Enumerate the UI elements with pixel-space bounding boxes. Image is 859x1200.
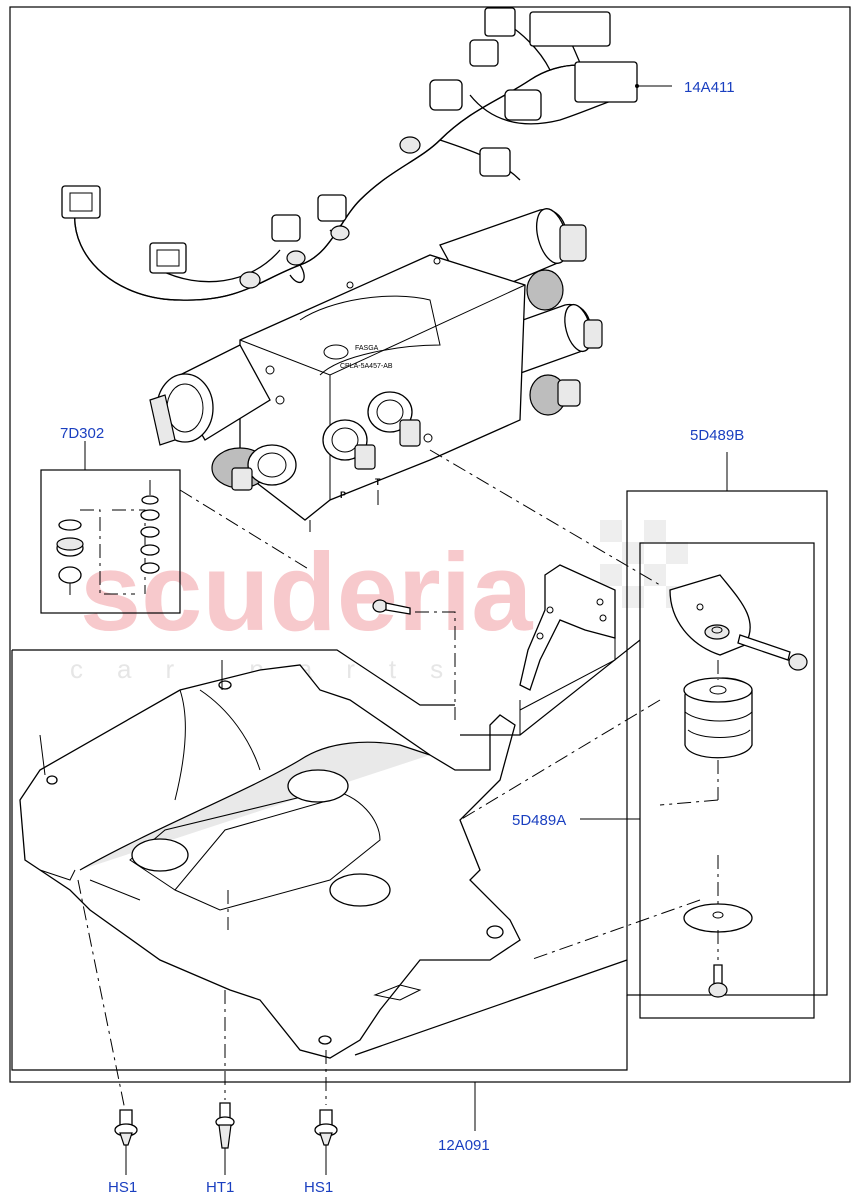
valve-block-part-number: CPLA-5A457-AB bbox=[340, 363, 393, 370]
mount-lower-screw[interactable] bbox=[708, 964, 728, 998]
port-letter-t: T bbox=[375, 477, 381, 487]
mount-bracket-plate[interactable] bbox=[669, 574, 751, 656]
mount-bolt[interactable] bbox=[737, 634, 808, 671]
fastener-HT1[interactable] bbox=[215, 1102, 235, 1175]
leader-dash-seal-kit bbox=[179, 489, 311, 571]
harness-connector[interactable] bbox=[484, 7, 516, 37]
fastener-HS1-right[interactable] bbox=[314, 1109, 338, 1146]
bracket-bolt[interactable] bbox=[372, 599, 411, 615]
harness-connector[interactable] bbox=[469, 39, 499, 67]
rubber-isolator-mount[interactable] bbox=[683, 677, 753, 759]
callout-7D302[interactable]: 7D302 bbox=[60, 425, 104, 442]
port-letter-p: P bbox=[340, 490, 346, 500]
wiring-harness-14A411[interactable] bbox=[61, 7, 638, 301]
seal-kit-frame bbox=[40, 469, 181, 614]
callout-HS1-right[interactable]: HS1 bbox=[304, 1179, 333, 1196]
mounting-bracket[interactable] bbox=[519, 564, 616, 691]
harness-connector[interactable] bbox=[149, 242, 187, 274]
harness-connector[interactable] bbox=[61, 185, 101, 219]
harness-connector[interactable] bbox=[271, 214, 301, 242]
seal-kit-7D302[interactable] bbox=[40, 469, 181, 614]
callout-12A091[interactable]: 12A091 bbox=[438, 1137, 490, 1154]
callout-14A411[interactable]: 14A411 bbox=[684, 79, 735, 96]
harness-connector[interactable] bbox=[574, 61, 638, 103]
leader-dash-bolt bbox=[415, 611, 456, 720]
watermark: scuderia car parts bbox=[70, 520, 688, 684]
air-suspension-valve-block[interactable]: FASGA CPLA-5A457-AB P T bbox=[149, 205, 603, 532]
harness-connector[interactable] bbox=[479, 147, 511, 177]
callout-5D489B[interactable]: 5D489B bbox=[690, 427, 744, 444]
harness-connector[interactable] bbox=[504, 89, 542, 121]
harness-connector[interactable] bbox=[429, 79, 463, 111]
tray-frame-outline bbox=[12, 649, 455, 706]
fastener-HS1-left[interactable] bbox=[114, 1109, 138, 1146]
harness-connector[interactable] bbox=[529, 11, 611, 47]
mount-washer[interactable] bbox=[683, 903, 753, 933]
callout-HS1-left[interactable]: HS1 bbox=[108, 1179, 137, 1196]
outer-frame bbox=[9, 6, 851, 1083]
callout-HT1[interactable]: HT1 bbox=[206, 1179, 234, 1196]
mount-kit-frame-5D489A bbox=[639, 542, 815, 1019]
harness-connector[interactable] bbox=[317, 194, 347, 222]
valve-block-mounting-tray-12A091[interactable] bbox=[19, 664, 521, 1059]
leader-dash-bracket bbox=[429, 449, 661, 586]
valve-block-marking: FASGA bbox=[355, 345, 379, 352]
callout-5D489A[interactable]: 5D489A bbox=[512, 812, 566, 829]
